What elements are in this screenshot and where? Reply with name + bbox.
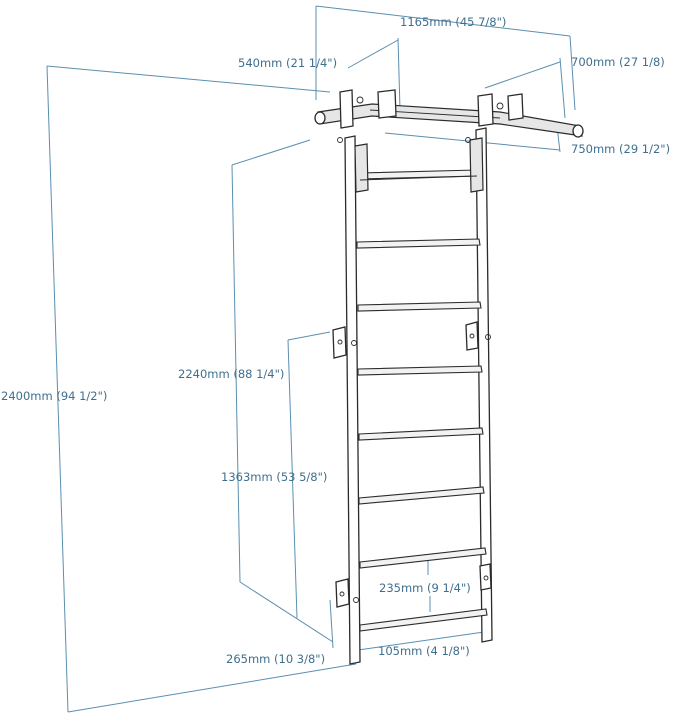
wall-mounts [332, 321, 492, 608]
rung-spacing-label: 235mm (9 1/4") [379, 581, 471, 595]
total-height-label: 2400mm (94 1/2") [1, 389, 107, 403]
rung [357, 365, 483, 376]
base-depth-label: 265mm (10 3/8") [226, 652, 325, 666]
rungs [356, 169, 488, 632]
rung [359, 608, 488, 632]
bottom-gap-label: 105mm (4 1/8") [378, 644, 470, 658]
left-handle [314, 111, 326, 125]
bracket-depth-label: 540mm (21 1/4") [238, 56, 337, 70]
wall-bars [314, 89, 584, 665]
pull-up-bar-frame [317, 103, 583, 137]
mount-height-label: 1363mm (53 5/8") [221, 470, 327, 484]
right-rail [475, 127, 493, 643]
top-right-clamp [507, 93, 524, 121]
top-left-clamp [377, 89, 397, 119]
bar-depth-label: 750mm (29 1/2") [571, 142, 670, 156]
rung [358, 427, 484, 441]
dimension-labels: 1165mm (45 7/8") 540mm (21 1/4") 700mm (… [1, 15, 670, 666]
right-handle [572, 124, 584, 138]
rung [357, 301, 482, 312]
mount-bracket-left-mid [332, 326, 347, 359]
rung [358, 486, 485, 505]
mount-bracket-right-low [479, 563, 492, 591]
total-width-label: 1165mm (45 7/8") [400, 15, 506, 29]
rung [359, 547, 487, 569]
upper-right-bracket [469, 137, 484, 193]
bar-span-label: 700mm (27 1/8) [571, 55, 665, 69]
ladder-height-label: 2240mm (88 1/4") [178, 367, 284, 381]
upper-left-bracket [354, 143, 369, 193]
mount-bracket-left-low [335, 578, 350, 608]
dimension-lines [46, 5, 576, 713]
pull-up-bar [314, 89, 584, 143]
mount-bracket-right-mid [465, 321, 479, 351]
rung [356, 238, 481, 249]
top-left-plate [339, 89, 354, 129]
top-right-plate [477, 93, 494, 127]
left-rail [344, 135, 361, 665]
